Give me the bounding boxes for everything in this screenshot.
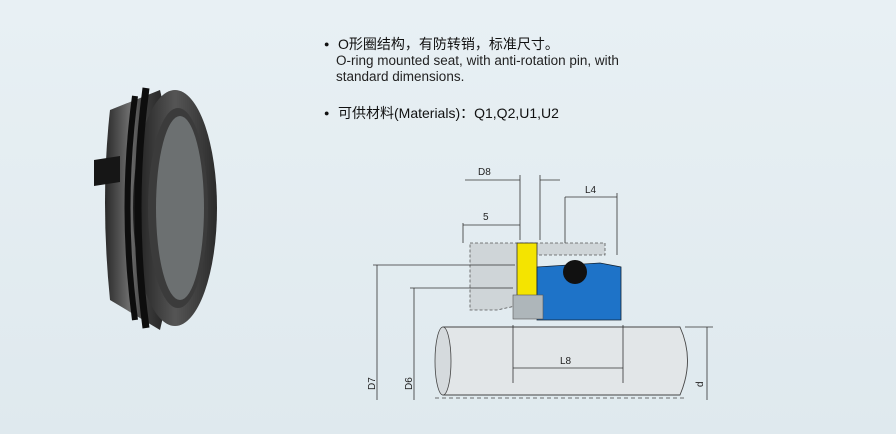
label-d: d	[695, 381, 706, 387]
label-l4: L4	[585, 185, 597, 196]
label-5: 5	[483, 212, 489, 223]
materials-line: 可供材料(Materials)：Q1,Q2,U1,U2	[324, 105, 804, 122]
description-english-line: O-ring mounted seat, with anti-rotation …	[336, 53, 619, 68]
label-d6: D6	[404, 377, 415, 390]
label-d7: D7	[367, 377, 378, 390]
description-block: O形圈结构，有防转销，标准尺寸。 O-ring mounted seat, wi…	[324, 36, 804, 122]
o-ring	[563, 260, 587, 284]
seal-technical-drawing: D8 L4 5 L8 D7 D6 d	[367, 167, 713, 400]
description-line: O形圈结构，有防转销，标准尺寸。	[324, 36, 804, 53]
description-english-line-2: standard dimensions.	[336, 69, 465, 84]
label-d8: D8	[478, 167, 491, 178]
label-l8: L8	[560, 356, 572, 367]
seal-seat-photo	[94, 87, 217, 330]
